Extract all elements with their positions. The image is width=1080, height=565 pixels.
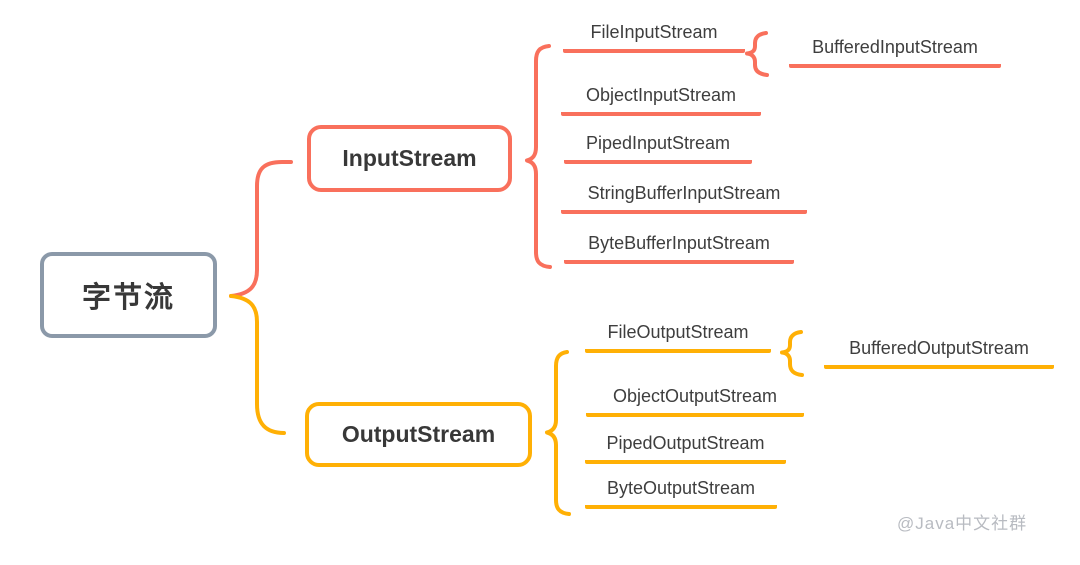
brace-fileoutputstream-children [780, 330, 804, 377]
topic-stringbufferinputstream[interactable]: StringBufferInputStream [561, 182, 807, 214]
topic-pipedoutputstream[interactable]: PipedOutputStream [585, 432, 786, 464]
topic-bufferedoutputstream[interactable]: BufferedOutputStream [824, 337, 1054, 369]
topic-byteoutputstream[interactable]: ByteOutputStream [585, 477, 777, 509]
topic-fileinputstream[interactable]: FileInputStream [563, 21, 745, 53]
topic-bytebufferinputstream[interactable]: ByteBufferInputStream [564, 232, 794, 264]
topic-bufferedinputstream[interactable]: BufferedInputStream [789, 36, 1001, 68]
topic-inputstream[interactable]: InputStream [307, 125, 512, 192]
topic-objectoutputstream[interactable]: ObjectOutputStream [586, 385, 804, 417]
brace-fileinputstream-children [745, 31, 769, 77]
connector-root-to-outputstream [229, 294, 286, 435]
topic-fileoutputstream[interactable]: FileOutputStream [585, 321, 771, 353]
watermark-java-chinese-community: @Java中文社群 [897, 514, 1028, 533]
topic-root-byte-stream[interactable]: 字节流 [40, 252, 217, 338]
topic-objectinputstream[interactable]: ObjectInputStream [561, 84, 761, 116]
brace-inputstream-children [525, 44, 552, 269]
topic-pipedinputstream[interactable]: PipedInputStream [564, 132, 752, 164]
connector-root-to-inputstream [229, 160, 293, 298]
topic-outputstream[interactable]: OutputStream [305, 402, 532, 467]
brace-outputstream-children [545, 350, 571, 516]
